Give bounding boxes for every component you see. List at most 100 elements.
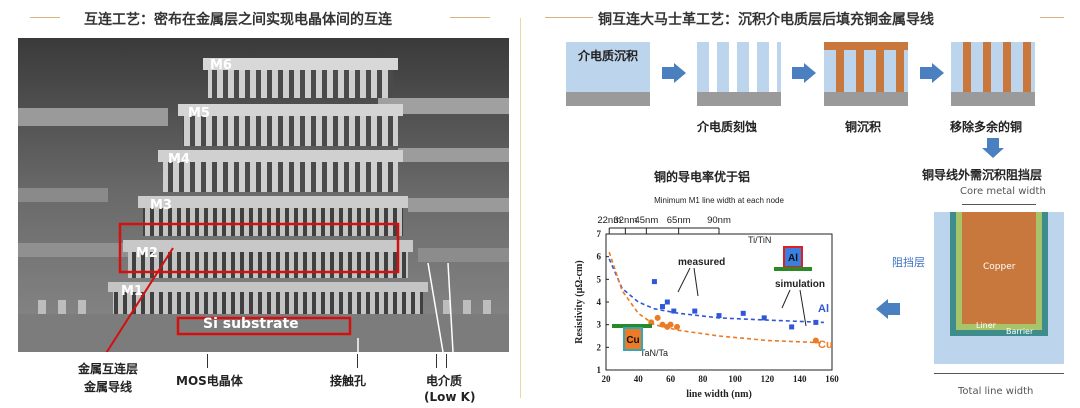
step-arrow-3-shaft — [920, 67, 932, 79]
measured-point-cu — [648, 319, 655, 326]
sem-label-m1: M1 — [121, 284, 143, 299]
tick-dielectric-b — [446, 354, 447, 368]
x-tick-label: 140 — [793, 374, 807, 384]
al-series-label: Al — [818, 303, 829, 315]
sem-label-m5: M5 — [188, 106, 210, 121]
copper-label: Copper — [983, 262, 1016, 272]
measured-point-al — [660, 304, 665, 310]
x-tick-label: 20 — [602, 374, 612, 384]
pointer-measured-b — [693, 267, 699, 297]
down-arrow-icon — [982, 148, 1004, 158]
simulation-line-al — [608, 258, 824, 324]
sem-label-substrate: Si substrate — [203, 316, 299, 332]
label-dielectric: 电介质 — [426, 374, 463, 388]
cu-inset-top — [612, 324, 652, 328]
pointer-simulation-b — [799, 289, 807, 327]
cu-inset-icon — [623, 327, 643, 351]
measured-point-cu — [667, 321, 674, 328]
step4-graphic — [951, 42, 1035, 106]
y-tick-label: 1 — [597, 365, 602, 375]
measured-point-al — [671, 308, 677, 314]
measured-point-cu — [654, 314, 661, 321]
step3-graphic — [824, 42, 908, 106]
chart-caption: 铜的导电率优于铝 — [654, 170, 751, 184]
title-rule-right-b — [1040, 17, 1064, 18]
tick-contact — [357, 354, 358, 368]
x-tick-label: 40 — [634, 374, 644, 384]
al-inset-label: Al — [788, 253, 798, 264]
step-arrow-1-icon — [674, 63, 686, 83]
step3-copper — [824, 42, 908, 106]
step4-label: 移除多余的铜 — [950, 120, 1023, 134]
y-tick-label: 6 — [597, 252, 602, 262]
measured-point-al — [813, 319, 819, 325]
cu-series-label: Cu — [818, 339, 833, 351]
y-tick-label: 3 — [597, 320, 602, 330]
step2-label: 介电质刻蚀 — [697, 120, 758, 134]
measured-point-al — [789, 324, 795, 330]
node-label: 32nm — [613, 215, 637, 226]
measured-point-al — [716, 313, 722, 319]
panel-divider — [520, 18, 521, 398]
total-width-label: Total line width — [958, 386, 1034, 397]
y-tick-label: 2 — [597, 342, 602, 352]
measured-point-cu — [659, 321, 666, 328]
core-width-rule — [962, 204, 1036, 205]
measured-point-al — [692, 308, 698, 314]
annotation-simulation: simulation — [775, 279, 825, 290]
right-title: 铜互连大马士革工艺：沉积介电质层后填充铜金属导线 — [598, 12, 934, 28]
y-tick-label: 5 — [597, 274, 602, 284]
measured-point-cu — [812, 337, 819, 344]
sem-label-m4: M4 — [168, 152, 190, 167]
sem-label-m6: M6 — [210, 58, 232, 73]
node-label: 65nm — [667, 215, 691, 226]
node-label: 90nm — [707, 215, 731, 226]
node-label: 45nm — [634, 215, 658, 226]
annotation-measured: measured — [678, 257, 725, 268]
copper-core — [962, 212, 1036, 324]
cu-inset-label: Cu — [626, 335, 639, 346]
sem-label-m2: M2 — [136, 246, 158, 261]
measured-point-al — [761, 315, 767, 321]
y-tick-label: 4 — [597, 297, 602, 307]
al-inset-base — [774, 267, 812, 271]
x-tick-label: 80 — [698, 374, 708, 384]
step4-cmp — [951, 42, 1035, 106]
step-arrow-2-shaft — [792, 67, 804, 79]
step2-etched — [697, 42, 781, 106]
title-rule-left-a — [30, 17, 60, 18]
down-arrow-shaft — [987, 138, 999, 148]
measured-point-cu — [674, 323, 681, 330]
x-tick-label: 160 — [825, 374, 839, 384]
x-tick-label: 100 — [728, 374, 742, 384]
liner-label: Liner — [976, 321, 996, 330]
annotation-tan: TaN/Ta — [640, 348, 668, 358]
step2-graphic — [697, 42, 781, 106]
measured-point-al — [651, 279, 657, 285]
step-arrow-1-shaft — [662, 67, 674, 79]
total-width-rule — [934, 373, 1064, 374]
core-width-label: Core metal width — [960, 186, 1046, 197]
barrier-note: 铜导线外需沉积阻挡层 — [922, 168, 1043, 182]
step-arrow-3-icon — [932, 63, 944, 83]
label-lowk: (Low K) — [424, 390, 476, 404]
left-title: 互连工艺：密布在金属层之间实现电晶体间的互连 — [84, 12, 392, 28]
title-rule-left-b — [450, 17, 490, 18]
sem-image: M6 M5 M4 M3 M2 M1 Si substrate — [18, 38, 509, 352]
label-contact: 接触孔 — [330, 374, 367, 388]
step-arrow-2-icon — [804, 63, 816, 83]
barrier-label: Barrier — [1006, 327, 1034, 336]
step1-dielectric — [566, 42, 650, 92]
step1-label: 介电质沉积 — [577, 49, 638, 63]
y-tick-label: 7 — [597, 229, 602, 239]
step3-label: 铜沉积 — [845, 120, 882, 134]
sem-illustration — [18, 38, 509, 352]
left-arrow-shaft — [888, 303, 900, 315]
tick-dielectric-a — [436, 354, 437, 368]
sem-label-m3: M3 — [150, 198, 172, 213]
title-rule-right-a — [545, 17, 593, 18]
resistivity-chart-svg: Minimum M1 line width at each node22nm32… — [574, 196, 839, 400]
cross-section: Copper Liner Barrier — [934, 212, 1064, 364]
label-metal-wire: 金属导线 — [84, 380, 133, 394]
